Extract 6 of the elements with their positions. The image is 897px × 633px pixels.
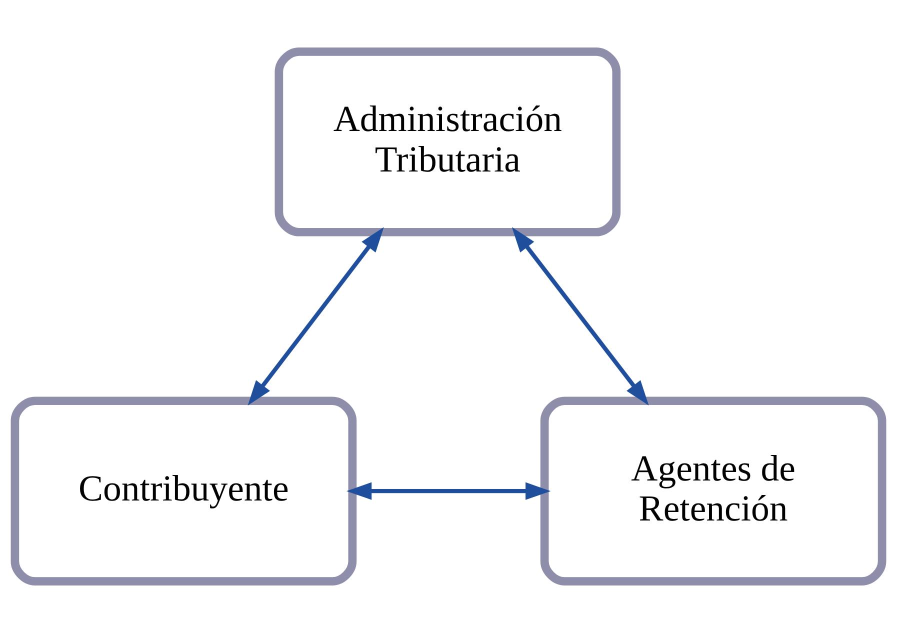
arrow xyxy=(248,227,384,406)
arrow xyxy=(346,482,551,500)
node-box: Administración Tributaria xyxy=(274,48,621,236)
node-box: Agentes de Retención xyxy=(540,396,886,586)
arrow xyxy=(512,227,649,406)
node-box: Contribuyente xyxy=(10,396,357,586)
